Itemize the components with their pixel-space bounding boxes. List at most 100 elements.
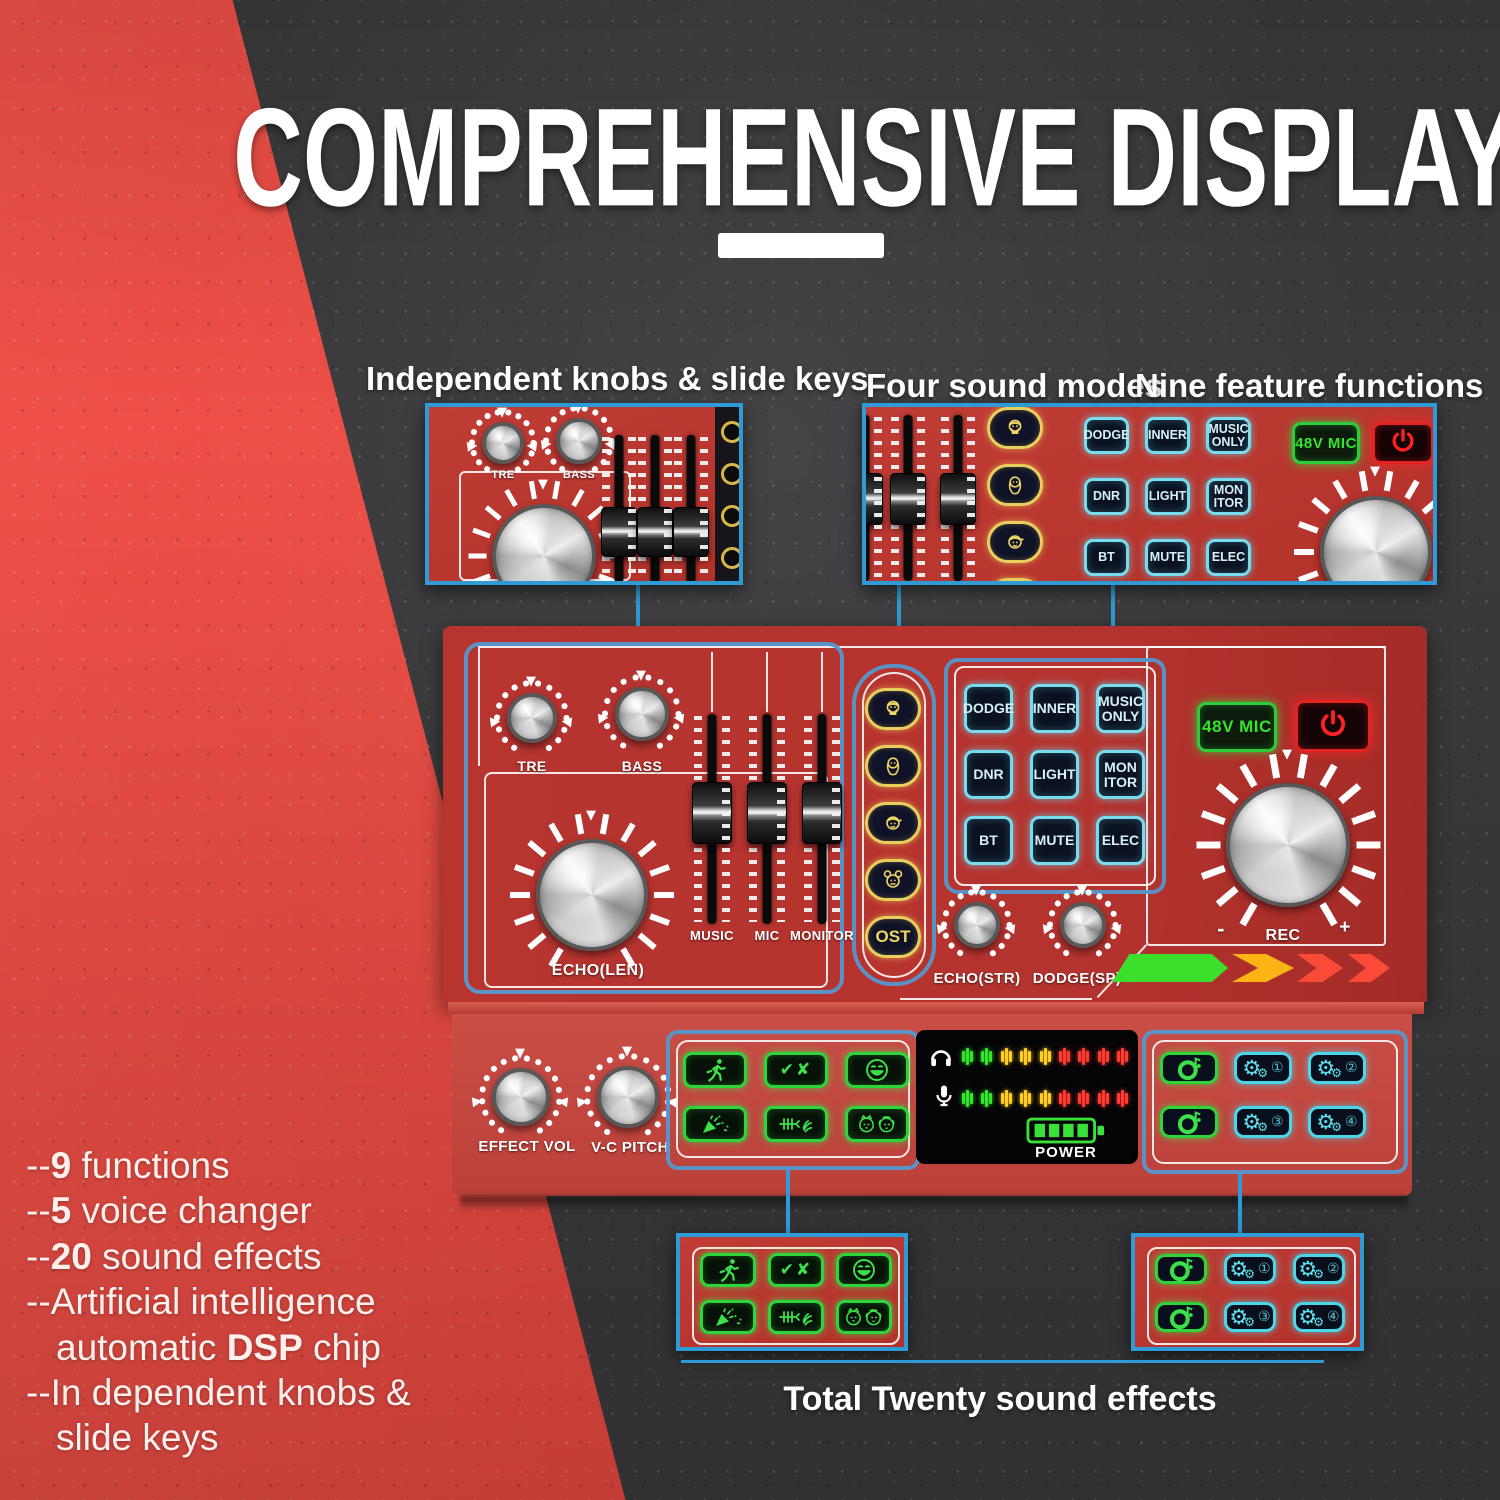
knob-tick bbox=[554, 736, 563, 745]
knob-pointer: ▼ bbox=[1040, 922, 1057, 935]
knob-tick bbox=[528, 428, 536, 436]
knob-tick bbox=[522, 419, 531, 427]
uncle-voice-icon bbox=[879, 697, 907, 721]
knob-tick bbox=[1095, 892, 1104, 901]
battery-icon bbox=[1026, 1116, 1106, 1150]
effects-outline bbox=[676, 1040, 910, 1158]
function-button-music-only: MUSIC ONLY bbox=[1206, 417, 1251, 454]
highlight-dj-region bbox=[1142, 1030, 1408, 1174]
connector-line bbox=[897, 583, 901, 666]
knob-tick bbox=[1238, 902, 1258, 927]
knob-tick bbox=[947, 942, 956, 951]
music-slider-label: MUSIC bbox=[690, 928, 734, 943]
gear-preset-button--: ⚙⚙② bbox=[1293, 1254, 1345, 1284]
knob-tick bbox=[989, 892, 998, 901]
slider-cap bbox=[692, 782, 732, 844]
knob-pointer: ▼ bbox=[934, 922, 951, 935]
monitor-slider bbox=[802, 714, 842, 924]
disc-music-icon bbox=[1176, 1109, 1203, 1136]
knob-pointer: ▼ bbox=[487, 716, 504, 728]
knob-tick bbox=[549, 458, 558, 467]
fishbone-clap-icon bbox=[778, 1304, 814, 1330]
fishbone-clap-effect-button bbox=[764, 1106, 828, 1142]
knob-pointer: ▼ bbox=[1370, 464, 1380, 479]
slider bbox=[940, 415, 976, 581]
feature-line: automatic DSP chip bbox=[56, 1326, 381, 1368]
knob-pointer: ▼ bbox=[595, 712, 612, 725]
knob-tick bbox=[1048, 932, 1056, 940]
echo-length-knob: ▼ bbox=[468, 478, 620, 581]
preset-number: ④ bbox=[1345, 1114, 1358, 1130]
knob-tick bbox=[645, 674, 652, 681]
function-button-bt: BT bbox=[964, 816, 1013, 865]
knob-pointer: ▼ bbox=[469, 1095, 486, 1108]
led-segment-yellow bbox=[1000, 1047, 1012, 1065]
knob-tick bbox=[606, 1056, 614, 1064]
boy-voice-icon bbox=[880, 811, 906, 835]
knob-tick bbox=[471, 527, 491, 539]
gear-icon: ⚙ bbox=[1229, 1305, 1249, 1329]
function-button-inner: INNER bbox=[1145, 417, 1190, 454]
bass-label: BASS bbox=[621, 758, 663, 774]
knob-pointer: ▼ bbox=[1282, 747, 1292, 762]
knob-disc bbox=[556, 418, 602, 464]
mixer-edge-ridge bbox=[448, 1002, 1424, 1014]
laugh-icon bbox=[864, 1057, 890, 1083]
knob-tick bbox=[1404, 479, 1420, 500]
knob-pointer: ▼ bbox=[574, 1096, 591, 1108]
slider-cap bbox=[637, 507, 673, 557]
gear-preset-button--: ⚙⚙② bbox=[1308, 1052, 1366, 1084]
function-button-mute: MUTE bbox=[1145, 539, 1190, 576]
sound-effects-group: ✔✘ bbox=[683, 1052, 909, 1142]
knob-tick bbox=[603, 1128, 612, 1137]
knob-tick bbox=[1215, 783, 1239, 804]
slider bbox=[637, 435, 673, 581]
disc-music-icon bbox=[1168, 1256, 1195, 1283]
knob-pointer: ▼ bbox=[622, 1044, 632, 1059]
page-title: COMPREHENSIVE DISPLAY bbox=[233, 78, 1500, 236]
voice-mode-woman-voice bbox=[865, 745, 921, 787]
pcb-trace bbox=[478, 646, 480, 766]
audio-jack bbox=[721, 505, 739, 527]
function-button-elec: ELEC bbox=[1096, 816, 1145, 865]
knob-tick bbox=[1215, 886, 1239, 907]
power-button bbox=[1372, 422, 1433, 464]
knob-disc bbox=[492, 1068, 550, 1126]
run-icon bbox=[702, 1057, 729, 1084]
slider bbox=[673, 435, 709, 581]
feature-line: slide keys bbox=[56, 1417, 219, 1459]
knob-disc bbox=[1320, 496, 1432, 581]
music-disc-button bbox=[1160, 1106, 1218, 1138]
check-x-effect-button: ✔✘ bbox=[768, 1253, 824, 1287]
tre-label: TRE bbox=[491, 469, 515, 481]
audio-jack bbox=[721, 463, 739, 485]
knob-tick bbox=[514, 412, 523, 420]
feature-line: --In dependent knobs & bbox=[26, 1372, 411, 1414]
knob-tick bbox=[1297, 521, 1319, 534]
knob-tick bbox=[637, 932, 657, 951]
grid-outline bbox=[954, 666, 1156, 886]
gear-preset-button--: ⚙⚙① bbox=[1234, 1052, 1292, 1084]
knob-tick bbox=[484, 505, 502, 521]
knob-pointer: ▼ bbox=[586, 808, 596, 823]
knob-tick bbox=[1062, 892, 1071, 901]
knob-tick bbox=[1421, 496, 1433, 515]
knob-disc bbox=[492, 504, 596, 581]
dj-buttons-group: ⚙⚙①⚙⚙②⚙⚙③⚙⚙④ bbox=[1155, 1254, 1345, 1332]
boy-voice-icon bbox=[1002, 530, 1028, 554]
mic-slider-label: MIC bbox=[754, 928, 780, 943]
knob-tick bbox=[600, 415, 609, 424]
knob-tick bbox=[649, 864, 671, 877]
led-segment-green bbox=[962, 1089, 973, 1107]
knob-tick bbox=[552, 1109, 561, 1117]
dj-buttons-group: ⚙⚙①⚙⚙②⚙⚙③⚙⚙④ bbox=[1160, 1052, 1366, 1138]
knob-tick bbox=[513, 864, 535, 877]
knob-tick bbox=[468, 553, 486, 559]
knob-tick bbox=[656, 742, 665, 750]
effect-volume-knob: ▼▼▼ bbox=[469, 1047, 571, 1145]
knob-tick bbox=[587, 1110, 595, 1118]
echo-strength-label: ECHO(STR) bbox=[933, 970, 1021, 987]
knob-tick bbox=[1095, 949, 1104, 958]
microphone-icon bbox=[932, 1084, 956, 1113]
